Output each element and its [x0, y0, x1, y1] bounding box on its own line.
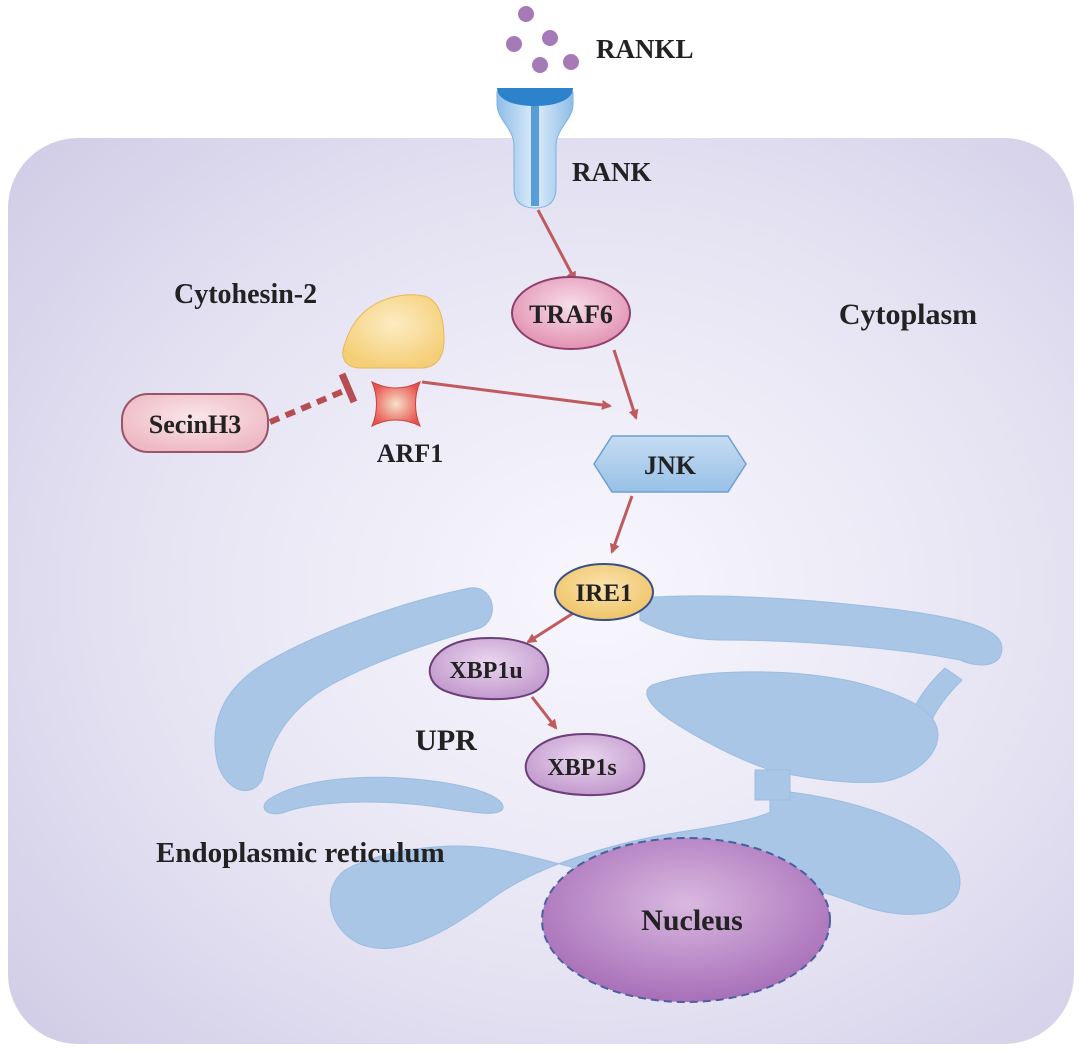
- jnk-label: JNK: [644, 451, 697, 480]
- rank-label: RANK: [572, 157, 652, 187]
- nucleus-label: Nucleus: [641, 904, 743, 937]
- arrow-ire1-to-xbp1u: [526, 610, 576, 644]
- xbp1u-node: [428, 636, 550, 701]
- upr-label: UPR: [415, 724, 477, 757]
- rankl-label: RANKL: [596, 34, 694, 64]
- ire1-label: IRE1: [576, 580, 633, 607]
- xbp1u-label: XBP1u: [449, 658, 522, 684]
- ire1-node: [554, 563, 654, 621]
- secinh3-label: SecinH3: [149, 410, 241, 439]
- rank-receptor: [496, 88, 574, 209]
- cytohesin-shape: [342, 294, 445, 369]
- arf1-label: ARF1: [377, 439, 443, 468]
- traf6-node: [511, 276, 631, 350]
- secinh3-node: [121, 393, 269, 453]
- xbp1s-label: XBP1s: [547, 755, 616, 781]
- arrow-xbp1u-to-xbp1s: [530, 696, 558, 730]
- cytoplasm-label: Cytoplasm: [839, 298, 977, 331]
- arf1-shape: [371, 380, 421, 428]
- arrow-traf6-to-jnk: [612, 349, 639, 420]
- arrow-jnk-to-ire1: [609, 495, 634, 554]
- traf6-label: TRAF6: [529, 300, 613, 329]
- arrow-arf1-to-jnk: [421, 380, 612, 410]
- jnk-node: [593, 435, 747, 493]
- rankl-ligand-dots: [506, 6, 579, 73]
- arrow-rank-to-traf6: [536, 209, 577, 282]
- nucleus: [541, 837, 831, 1003]
- pathway-arrows: [421, 209, 639, 730]
- er-label: Endoplasmic reticulum: [156, 837, 445, 869]
- xbp1s-node: [524, 732, 646, 797]
- cytohesin-label: Cytohesin-2: [174, 279, 317, 310]
- inhibition-secinh3: [268, 372, 358, 425]
